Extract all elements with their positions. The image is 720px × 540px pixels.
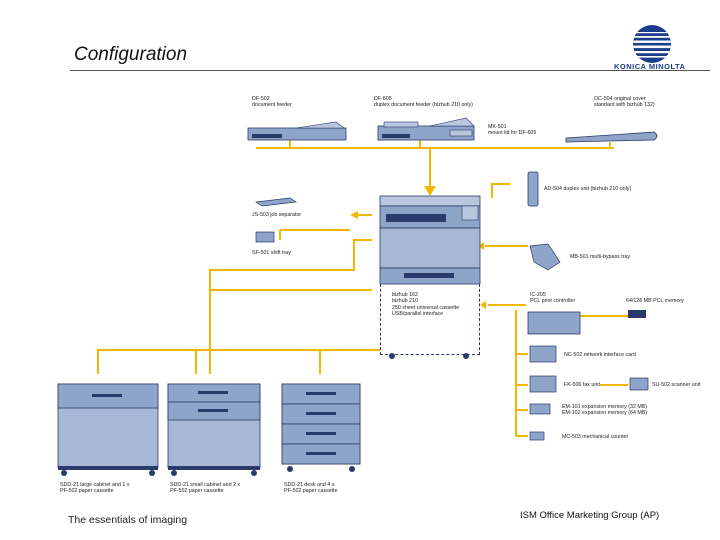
su502-scanner-unit xyxy=(629,377,649,391)
arrow-heads xyxy=(350,186,486,309)
js503-job-separator xyxy=(255,197,297,207)
sdd-small-cabinet xyxy=(167,383,261,476)
fk506-fax-unit xyxy=(529,375,557,393)
label-df605: DF-605 duplex document feeder (bizhub 21… xyxy=(374,96,473,109)
main-unit-options-box xyxy=(380,284,480,355)
label-main-unit: bizhub 162 bizhub 210 250 sheet universa… xyxy=(392,292,460,317)
sf501-shift-tray xyxy=(255,231,275,243)
brand-wordmark: KONICA MINOLTA xyxy=(614,62,686,71)
sdd-large-cabinet xyxy=(57,383,159,476)
df605-duplex-document-feeder xyxy=(377,117,475,141)
brand-globe-icon xyxy=(633,25,671,63)
footer-tagline: The essentials of imaging xyxy=(68,514,188,526)
label-ic205: IC-205 PCL print controller xyxy=(530,292,576,305)
mb501-multi-bypass-tray xyxy=(529,243,561,271)
label-js503: JS-503 job separator xyxy=(252,212,302,218)
label-mk501: MK-501 mount kit for DF-605 xyxy=(488,124,537,137)
label-sdd-small-cabinet: SDD-21 small cabinet and 2 x PF-502 pape… xyxy=(170,482,241,495)
ad504-duplex-unit xyxy=(527,171,539,207)
em-expansion-memory xyxy=(529,403,551,415)
pcl-memory xyxy=(628,310,646,318)
label-ad504: AD-504 duplex unit (bizhub 210 only) xyxy=(544,186,632,192)
label-df502: DF-502 document feeder xyxy=(252,96,292,109)
oc504-original-cover xyxy=(565,131,658,143)
label-mb501: MB-501 multi-bypass tray xyxy=(570,254,631,260)
footer-group: ISM Office Marketing Group (AP) xyxy=(520,510,660,521)
mc503-counter xyxy=(529,431,545,441)
connector-lines xyxy=(97,140,628,437)
page-title: Configuration xyxy=(74,44,188,65)
label-sdd-desk: SDD-21 desk and 4 x PF-502 paper cassett… xyxy=(284,482,338,495)
label-oc504: OC-504 original cover standard with bizh… xyxy=(594,96,655,109)
title-divider xyxy=(70,70,710,71)
bizhub-main-unit xyxy=(379,195,481,359)
label-nc502: NC-502 network interface card xyxy=(564,352,636,358)
mk501-mount-kit xyxy=(449,129,473,137)
label-mc503: MC-503 mechanical counter xyxy=(562,434,629,440)
label-em-memory: EM-101 expansion memory (32 MB) EM-102 e… xyxy=(562,404,648,417)
df502-document-feeder xyxy=(247,121,347,141)
ic205-print-controller xyxy=(527,311,581,335)
label-pcl-memory: 64/128 MB PCL memory xyxy=(626,298,684,304)
label-sf501: SF-501 shift tray xyxy=(252,250,291,256)
nc502-network-card xyxy=(529,345,557,363)
label-su502: SU-502 scanner unit xyxy=(652,382,701,388)
sdd-desk xyxy=(281,383,361,472)
label-sdd-large-cabinet: SDD-21 large cabinet and 1 x PF-502 pape… xyxy=(60,482,130,495)
label-fk506: FK-506 fax unit xyxy=(564,382,600,388)
